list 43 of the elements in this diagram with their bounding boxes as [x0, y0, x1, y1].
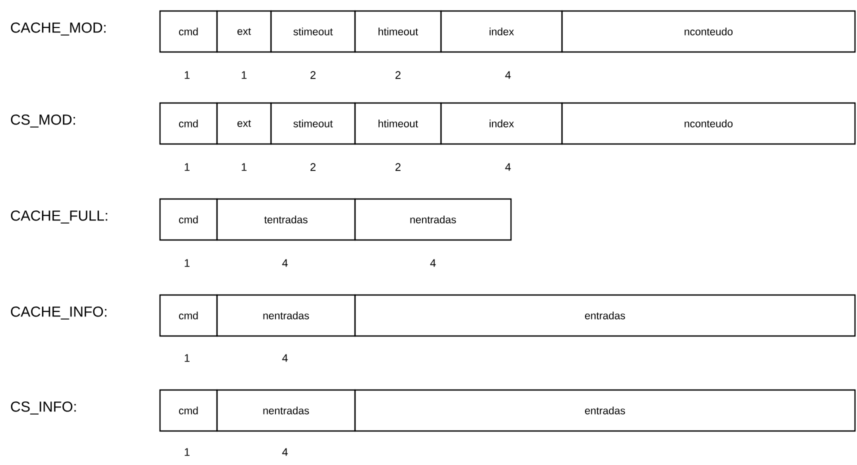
row-label: CACHE_MOD:	[10, 22, 106, 36]
byte-size: 2	[396, 163, 401, 171]
byte-size: 1	[184, 354, 190, 362]
byte-size: 4	[282, 354, 288, 362]
byte-size: 4	[282, 259, 288, 267]
field-cell: tentradas	[216, 198, 356, 241]
byte-size: 4	[505, 71, 511, 79]
field-cell: ext	[216, 10, 272, 53]
field-cell: stimeout	[270, 102, 356, 145]
field-cell: cmd	[159, 294, 218, 337]
byte-size: 4	[430, 259, 436, 267]
field-cell: htimeout	[354, 10, 442, 53]
field-cell: index	[440, 10, 563, 53]
byte-size: 2	[396, 71, 401, 79]
field-cell: cmd	[159, 10, 218, 53]
row-label: CS_INFO:	[10, 401, 76, 414]
byte-size: 1	[184, 259, 190, 267]
byte-size: 1	[184, 163, 190, 171]
byte-size: 1	[242, 71, 247, 79]
field-cell: htimeout	[354, 102, 442, 145]
byte-size: 4	[505, 163, 511, 171]
byte-size: 1	[184, 448, 190, 456]
byte-size: 1	[184, 71, 190, 79]
byte-size: 1	[242, 163, 247, 171]
field-cell: stimeout	[270, 10, 356, 53]
field-cell: entradas	[354, 294, 856, 337]
field-cell: index	[440, 102, 563, 145]
field-cell: nconteudo	[561, 10, 856, 53]
byte-size: 4	[282, 448, 288, 456]
field-cell: nentradas	[216, 294, 356, 337]
field-cell: entradas	[354, 389, 856, 432]
byte-size: 2	[310, 163, 316, 171]
field-cell: cmd	[159, 198, 218, 241]
row-label: CACHE_FULL:	[10, 210, 108, 224]
field-cell: cmd	[159, 389, 218, 432]
byte-size: 2	[310, 71, 316, 79]
row-label: CACHE_INFO:	[10, 306, 106, 320]
field-cell: nconteudo	[561, 102, 856, 145]
row-label: CS_MOD:	[10, 114, 75, 128]
field-cell: cmd	[159, 102, 218, 145]
field-cell: nentradas	[216, 389, 356, 432]
field-cell: nentradas	[354, 198, 512, 241]
field-cell: ext	[216, 102, 272, 145]
